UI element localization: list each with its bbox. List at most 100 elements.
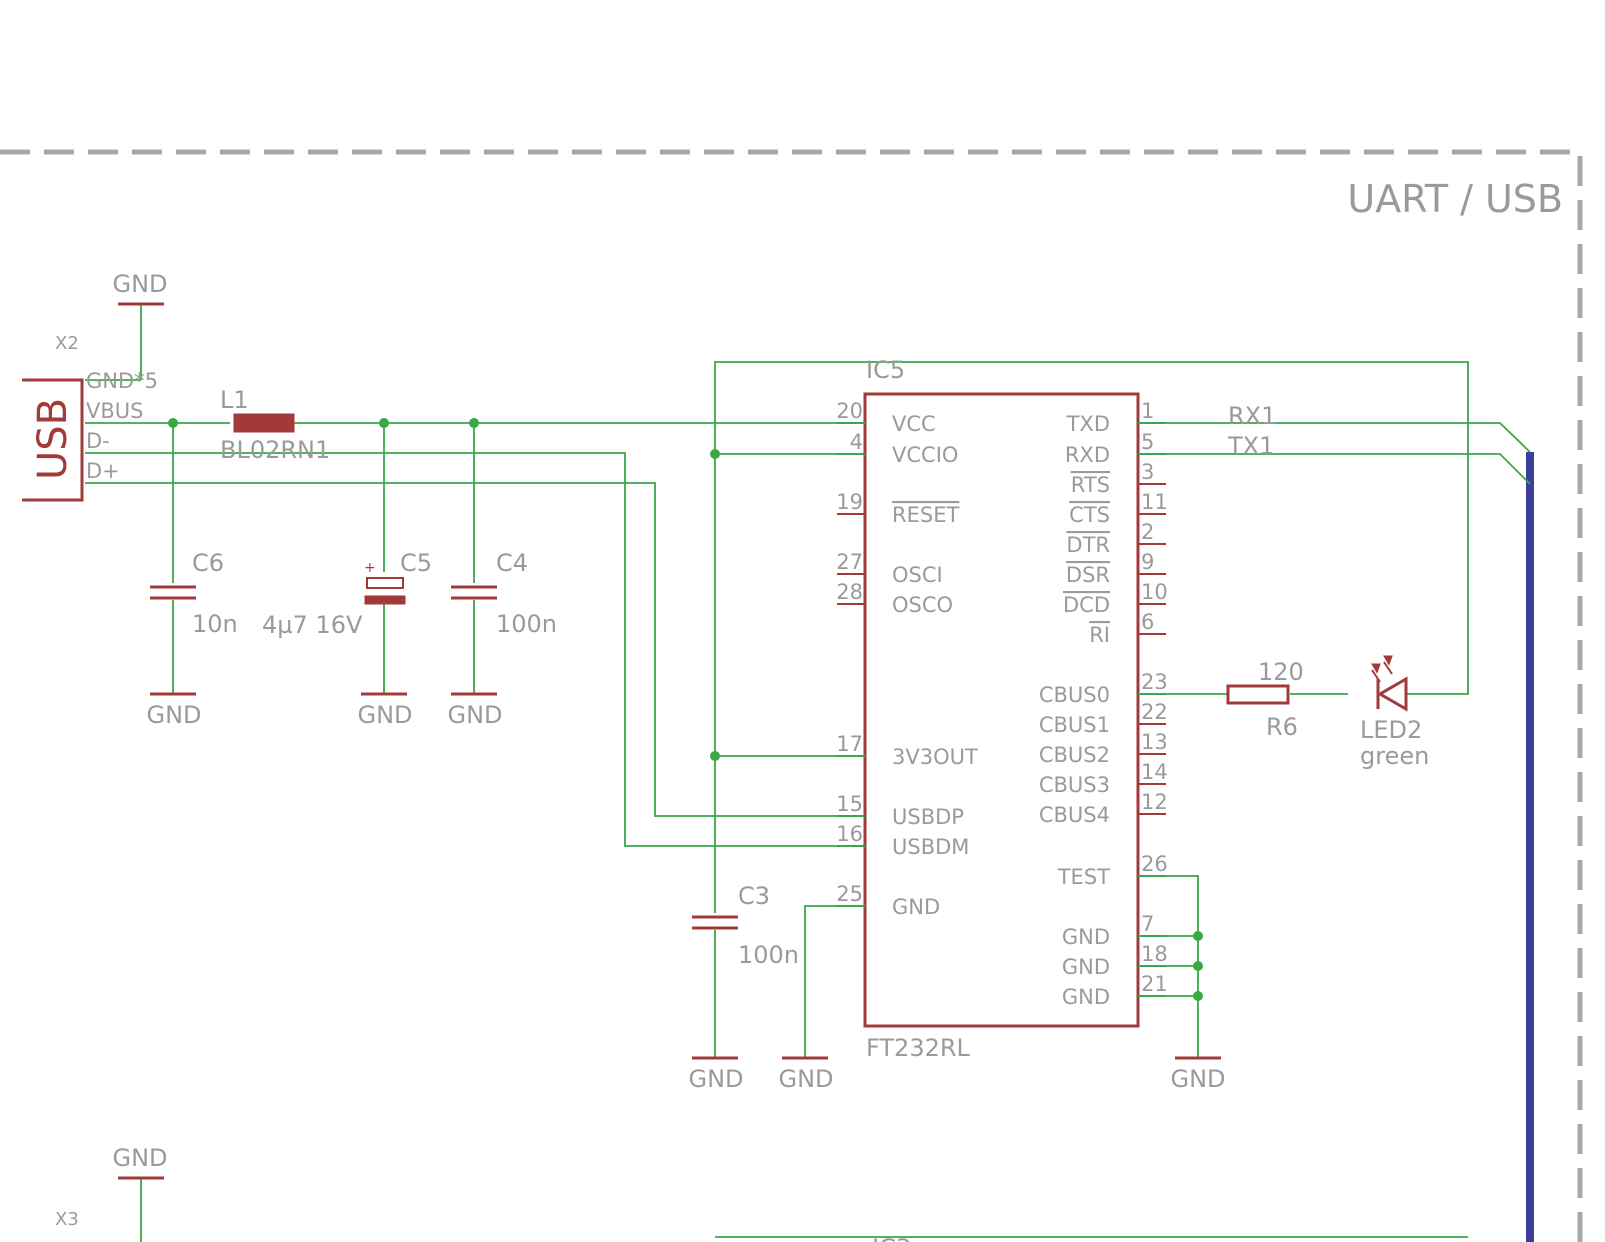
ic5-pin-number: 18: [1141, 942, 1168, 966]
inductor-l1[interactable]: L1 BL02RN1: [220, 386, 330, 464]
gnd-label: GND: [778, 1065, 833, 1093]
capacitor-plate-negative: [364, 595, 406, 605]
ic5-pin-number: 1: [1141, 399, 1154, 423]
resistor-ref: R6: [1266, 713, 1298, 741]
junction-dot: [168, 418, 178, 428]
inductor-ref: L1: [220, 386, 249, 414]
ic5-pin-name: GND: [1062, 955, 1110, 979]
ic5-pin-number: 7: [1141, 912, 1154, 936]
ic5-pin-number: 2: [1141, 520, 1154, 544]
ic5-pin-number: 9: [1141, 550, 1154, 574]
wire-rx1[interactable]: [1140, 422, 1531, 453]
ic5-pin-name: CBUS3: [1039, 773, 1110, 797]
ic5-pin-name: RESET: [892, 503, 959, 527]
resistor-body: [1226, 684, 1290, 705]
resistor-r6[interactable]: 120 R6: [1226, 658, 1304, 741]
capacitor-c6[interactable]: C6 10n: [150, 549, 238, 638]
ic5-pin-number: 20: [836, 399, 863, 423]
wire-d-minus[interactable]: [85, 452, 865, 847]
ic5-pin-number: 12: [1141, 790, 1168, 814]
junction-dot: [1193, 961, 1203, 971]
gnd-label: GND: [1170, 1065, 1225, 1093]
usb-connector-x2[interactable]: USB X2 GND*5 VBUS D- D+: [22, 333, 158, 502]
polarity-plus-icon: +: [364, 560, 376, 576]
ic5-pin-name: CBUS4: [1039, 803, 1110, 827]
inductor-body: [233, 413, 295, 433]
x2-pin-label: VBUS: [86, 399, 143, 423]
x2-pin-label: GND*5: [86, 369, 158, 393]
led-emission-icon: [1383, 661, 1393, 675]
ic5-pin-number: 14: [1141, 760, 1168, 784]
ic5-pin-name: CBUS2: [1039, 743, 1110, 767]
gnd-label: GND: [688, 1065, 743, 1093]
gnd-symbols: GND GND GND GND GND GND GND GND: [112, 270, 1226, 1180]
ic5-pin-number: 5: [1141, 430, 1154, 454]
gnd-label: GND: [146, 701, 201, 729]
ic5-pin-number: 28: [836, 580, 863, 604]
ic5-pin-name: OSCO: [892, 593, 953, 617]
gnd-label: GND: [357, 701, 412, 729]
x2-pin-label: D+: [86, 459, 120, 483]
gnd-label: GND: [447, 701, 502, 729]
junction-dot: [469, 418, 479, 428]
ic5-pin-number: 25: [836, 882, 863, 906]
capacitor-value: 10n: [192, 610, 238, 638]
wire-pin25-gnd[interactable]: [804, 905, 865, 1058]
wires: [85, 304, 1531, 1242]
capacitor-value: 100n: [496, 610, 557, 638]
inductor-value: BL02RN1: [220, 436, 330, 464]
capacitor-ref: C5: [400, 549, 432, 577]
gnd-label: GND: [112, 270, 167, 298]
led-led2[interactable]: LED2 green: [1360, 653, 1429, 771]
capacitor-c5[interactable]: + C5 4µ7 16V: [262, 549, 432, 639]
capacitor-ref: C6: [192, 549, 224, 577]
ic5-pin-name: GND: [892, 895, 940, 919]
led-value: green: [1360, 742, 1429, 770]
ic5-pin-name: CTS: [1069, 503, 1110, 527]
ic5-chip[interactable]: IC5 FT232RL 20VCC4VCCIO19RESET27OSCI28OS…: [836, 356, 1167, 1062]
wire-vccio-loop[interactable]: [714, 361, 1469, 913]
ic5-ref: IC5: [866, 356, 905, 384]
sheet-frame: UART / USB: [0, 149, 1583, 1242]
ic5-pin-name: TXD: [1066, 412, 1110, 436]
led-triangle: [1376, 676, 1408, 712]
capacitor-ref: C4: [496, 549, 528, 577]
ic5-pin-name: DCD: [1063, 593, 1110, 617]
capacitor-plate-positive: [366, 577, 404, 589]
ic5-pin-number: 4: [850, 430, 863, 454]
ic5-pin-number: 19: [836, 490, 863, 514]
ic5-pin-number: 16: [836, 822, 863, 846]
ic5-pin-name: VCCIO: [892, 443, 958, 467]
capacitor-value: 4µ7 16V: [262, 611, 363, 639]
wire-tx1[interactable]: [1140, 453, 1531, 485]
junction-dot: [710, 449, 720, 459]
ic5-pin-name: GND: [1062, 985, 1110, 1009]
ic5-pin-number: 22: [1141, 700, 1168, 724]
junction-dot: [1193, 991, 1203, 1001]
ic5-pin-number: 23: [1141, 670, 1168, 694]
net-label-rx: RX1: [1228, 402, 1276, 430]
ic5-part: FT232RL: [866, 1034, 971, 1062]
junction-dot: [1193, 931, 1203, 941]
ic5-pin-name: RI: [1089, 623, 1110, 647]
capacitor-c4[interactable]: C4 100n: [451, 549, 557, 638]
junctions: [168, 418, 1203, 1001]
ic5-pin-name: CBUS0: [1039, 683, 1110, 707]
led-ref: LED2: [1360, 716, 1422, 744]
ic5-pin-name: 3V3OUT: [892, 745, 978, 769]
ic5-pin-name: OSCI: [892, 563, 943, 587]
ic5-pin-name: VCC: [892, 412, 936, 436]
led-emission-arrow-icon: [1371, 663, 1381, 674]
ic5-pin-name: CBUS1: [1039, 713, 1110, 737]
ic5-pin-number: 17: [836, 732, 863, 756]
ic5-left-pins: 20VCC4VCCIO19RESET27OSCI28OSCO173V3OUT15…: [836, 399, 978, 919]
ic5-pin-name: RTS: [1071, 473, 1110, 497]
capacitor-c3[interactable]: C3 100n: [692, 882, 799, 969]
ic5-pin-number: 3: [1141, 460, 1154, 484]
x3-ref-label: X3: [55, 1209, 79, 1230]
ic5-right-pins: 1TXD5RXD3RTS11CTS2DTR9DSR10DCD6RI23CBUS0…: [1039, 399, 1168, 1009]
resistor-value: 120: [1258, 658, 1304, 686]
wire-d-plus[interactable]: [85, 482, 865, 817]
junction-dot: [379, 418, 389, 428]
